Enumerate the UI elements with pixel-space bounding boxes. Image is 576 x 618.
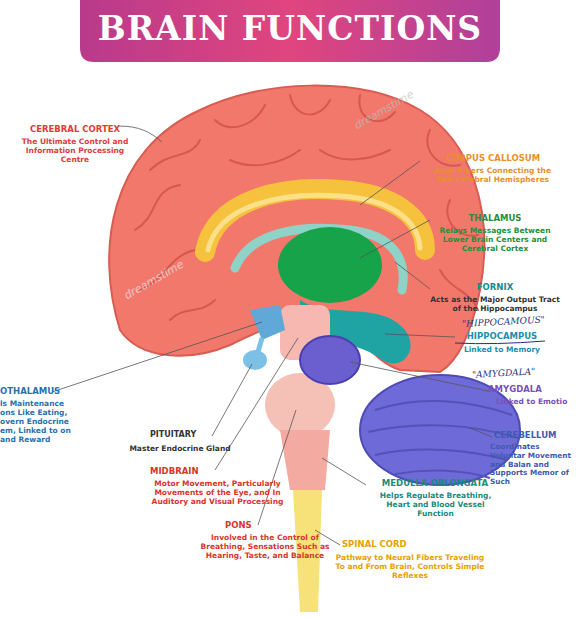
part-name: OTHALAMUS bbox=[0, 386, 80, 396]
hypothalamus bbox=[250, 305, 285, 340]
part-name: CEREBRAL CORTEX bbox=[10, 124, 140, 134]
medulla-oblongata bbox=[280, 430, 330, 490]
part-description: Master Endocrine Gland bbox=[105, 444, 255, 453]
part-description: Linked to Memory bbox=[452, 345, 552, 354]
watermark: dreamstime bbox=[352, 81, 428, 132]
part-description: ls Maintenance ons Like Eating, overn En… bbox=[0, 399, 78, 444]
pen-underline bbox=[455, 341, 545, 344]
pituitary-stalk bbox=[258, 338, 262, 352]
part-name: MIDBRAIN bbox=[150, 466, 220, 476]
part-description: Linked to Emotio bbox=[496, 397, 576, 406]
part-description: Coordinates Voluntar Movement and Balan … bbox=[490, 443, 576, 487]
part-name: CORPUS CALLOSUM bbox=[418, 153, 568, 163]
handwritten-note: "AMYGDALA" bbox=[472, 364, 576, 380]
part-name: AMYGDALA bbox=[488, 384, 576, 394]
part-description: The Ultimate Control and Information Pro… bbox=[15, 137, 135, 164]
watermark: dreamstime bbox=[122, 251, 198, 302]
cerebral-cortex bbox=[109, 86, 484, 372]
title: BRAIN FUNCTIONS bbox=[80, 0, 500, 58]
handwritten-note: "HIPPOCAMOUS" bbox=[462, 313, 572, 330]
cortex-gyri bbox=[135, 95, 478, 320]
part-name: THALAMUS bbox=[425, 213, 565, 223]
thalamus bbox=[278, 227, 382, 303]
part-description: Motor Movement, Particularly Movements o… bbox=[150, 479, 285, 506]
part-name: CEREBELLUM bbox=[494, 430, 576, 440]
part-name: MEDULLA OBLONGATA bbox=[360, 478, 510, 488]
part-description: Helps Regulate Breathing, Heart and Bloo… bbox=[368, 491, 503, 518]
part-description: Acts as the Major Output Tract of the Hi… bbox=[430, 295, 560, 313]
part-name: PITUITARY bbox=[150, 430, 220, 440]
part-description: Relays Messages Between Lower Brain Cent… bbox=[430, 226, 560, 253]
part-name: SPINAL CORD bbox=[342, 539, 442, 549]
pituitary bbox=[243, 350, 267, 370]
part-description: Involved in the Control of Breathing, Se… bbox=[195, 533, 335, 560]
amygdala bbox=[300, 336, 360, 384]
part-name: FORNIX bbox=[425, 282, 565, 292]
title-banner bbox=[80, 0, 500, 62]
part-description: Axon Fibers Connecting the Two Cerebral … bbox=[425, 166, 560, 184]
part-name: PONS bbox=[225, 520, 285, 530]
part-name: HIPPOCAMPUS bbox=[452, 331, 552, 341]
part-description: Pathway to Neural Fibers Traveling To an… bbox=[335, 553, 485, 580]
